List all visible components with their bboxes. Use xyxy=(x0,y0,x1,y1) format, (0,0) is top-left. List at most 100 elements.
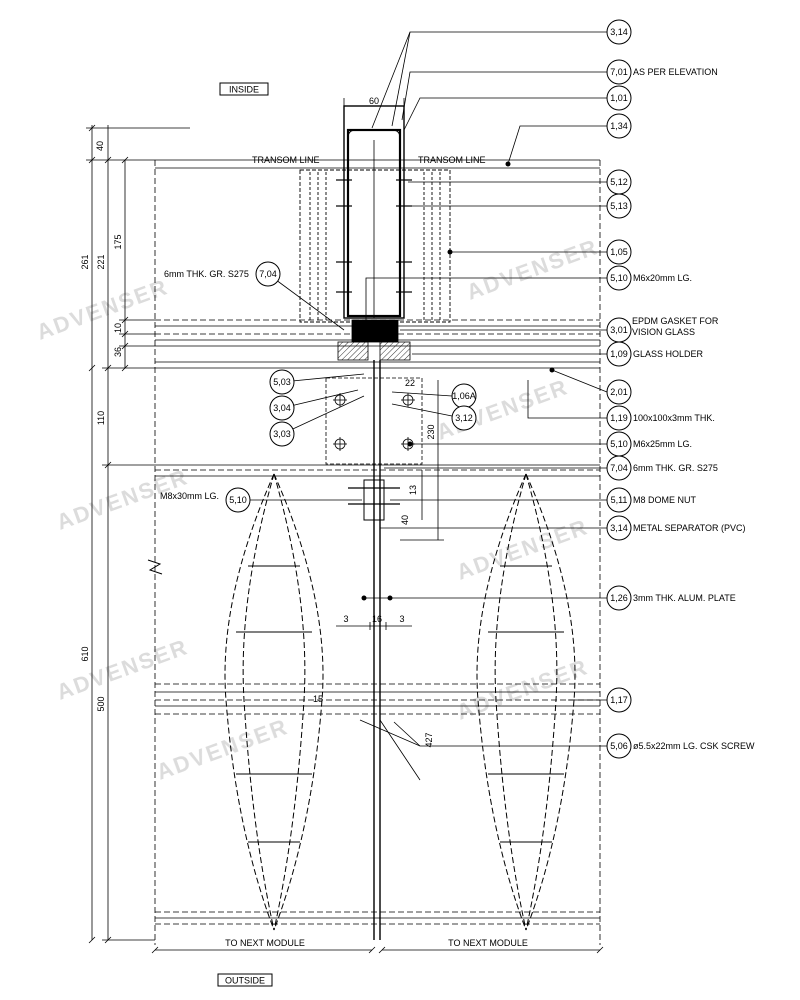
svg-text:M8 DOME NUT: M8 DOME NUT xyxy=(633,495,697,505)
svg-text:60: 60 xyxy=(369,96,379,106)
svg-text:6mm THK. GR. S275: 6mm THK. GR. S275 xyxy=(164,269,249,279)
callout-leaders xyxy=(250,31,608,747)
callout-5-10-m6x20: 5,10 M6x20mm LG. xyxy=(606,265,692,291)
callout-5-06: 5,06 ø5.5x22mm LG. CSK SCREW xyxy=(606,733,755,759)
svg-text:36: 36 xyxy=(113,347,123,357)
svg-text:3,01: 3,01 xyxy=(610,325,628,335)
svg-text:7,01: 7,01 xyxy=(610,67,628,77)
watermark-mark: ADVENSER xyxy=(433,374,571,445)
svg-text:AS PER ELEVATION: AS PER ELEVATION xyxy=(633,67,718,77)
watermark-mark: ADVENSER xyxy=(463,234,601,305)
left-callout-5-10: M8x30mm LG. 5,10 xyxy=(160,487,251,513)
dim-230: 230 xyxy=(426,424,436,439)
mid-transom-band xyxy=(155,464,600,477)
bracket-bolt xyxy=(333,393,347,407)
svg-text:5,13: 5,13 xyxy=(610,201,628,211)
panel-stiffener-left xyxy=(224,473,324,931)
left-callout-7-04: 6mm THK. GR. S275 7,04 xyxy=(164,261,281,287)
dim-610: 610 xyxy=(80,646,90,661)
dim-3a: 3 xyxy=(343,614,348,624)
svg-text:610: 610 xyxy=(80,646,90,661)
mullion-profile xyxy=(343,105,405,319)
callout-1-26: 1,26 3mm THK. ALUM. PLATE xyxy=(606,585,736,611)
dim-16: 16 xyxy=(372,614,382,624)
callout-1-01: 1,01 xyxy=(606,85,632,111)
callout-1-19: 1,19 100x100x3mm THK. xyxy=(606,405,715,431)
svg-text:M6x20mm LG.: M6x20mm LG. xyxy=(633,273,692,283)
next-module-left-label: TO NEXT MODULE xyxy=(225,938,305,948)
dim-13: 13 xyxy=(408,485,418,495)
svg-text:3,04: 3,04 xyxy=(273,403,291,413)
svg-text:ø5.5x22mm LG. CSK SCREW: ø5.5x22mm LG. CSK SCREW xyxy=(633,741,755,751)
svg-text:3,12: 3,12 xyxy=(455,413,473,423)
left-callout-3-04: 3,04 xyxy=(269,395,295,421)
callout-5-13: 5,13 xyxy=(606,193,632,219)
svg-text:OUTSIDE: OUTSIDE xyxy=(225,976,265,986)
outside-label: OUTSIDE xyxy=(217,973,273,987)
dim-36: 36 xyxy=(113,347,123,357)
svg-text:500: 500 xyxy=(96,696,106,711)
svg-text:427: 427 xyxy=(424,732,434,747)
callout-3-01-note: EPDM GASKET FOR VISION GLASS xyxy=(632,316,719,337)
svg-text:5,11: 5,11 xyxy=(611,495,628,505)
glass-holder-blocks xyxy=(337,319,411,361)
m8-bolt-assembly xyxy=(348,479,400,521)
callout-2-01: 2,01 xyxy=(606,379,632,405)
dim-110: 110 xyxy=(96,411,106,425)
svg-text:INSIDE: INSIDE xyxy=(229,85,259,95)
svg-text:GLASS HOLDER: GLASS HOLDER xyxy=(633,349,704,359)
svg-text:TO NEXT MODULE: TO NEXT MODULE xyxy=(448,938,528,948)
callout-1-34: 1,34 xyxy=(606,113,632,139)
svg-text:7,04: 7,04 xyxy=(259,269,277,279)
svg-text:3: 3 xyxy=(343,614,348,624)
break-symbol xyxy=(147,559,163,575)
svg-text:TO NEXT MODULE: TO NEXT MODULE xyxy=(225,938,305,948)
dim-427: 427 xyxy=(424,732,434,747)
dim-500: 500 xyxy=(96,696,106,711)
leader-dots xyxy=(361,161,555,601)
callout-7-04-right: 7,04 6mm THK. GR. S275 xyxy=(606,455,718,481)
callout-3-01: 3,01 EPDM GASKET FOR VISION GLASS xyxy=(606,316,719,343)
svg-text:M8x30mm LG.: M8x30mm LG. xyxy=(160,491,219,501)
center-callout-1-06a: 1,06A xyxy=(451,383,477,409)
svg-text:13: 13 xyxy=(408,485,418,495)
svg-text:221: 221 xyxy=(96,254,106,269)
glass-band-upper xyxy=(155,319,600,369)
panel-stiffener-right xyxy=(476,473,576,931)
transom-line-right: TRANSOM LINE xyxy=(418,155,486,165)
svg-text:175: 175 xyxy=(113,234,123,249)
next-module-dimension xyxy=(151,946,604,954)
svg-text:TRANSOM LINE: TRANSOM LINE xyxy=(418,155,486,165)
lower-panel-bands xyxy=(155,683,600,925)
callout-1-05: 1,05 xyxy=(606,239,632,265)
dim-221: 221 xyxy=(96,254,106,269)
svg-text:6mm THK. GR. S275: 6mm THK. GR. S275 xyxy=(633,463,718,473)
svg-text:ADVENSER: ADVENSER xyxy=(463,234,601,305)
dim-175: 175 xyxy=(113,234,123,249)
left-dimension-lines xyxy=(86,124,190,944)
svg-text:1,17: 1,17 xyxy=(610,695,628,705)
center-dimension-lines xyxy=(336,98,444,781)
svg-text:1,01: 1,01 xyxy=(610,93,628,103)
dim-22: 22 xyxy=(405,378,415,388)
module-outlines xyxy=(154,159,601,945)
svg-text:5,10: 5,10 xyxy=(610,439,628,449)
bracket-bolt xyxy=(333,437,347,451)
svg-text:ADVENSER: ADVENSER xyxy=(53,634,191,705)
callout-7-01: 7,01 AS PER ELEVATION xyxy=(606,59,718,85)
svg-text:ADVENSER: ADVENSER xyxy=(433,374,571,445)
dim-3b: 3 xyxy=(399,614,404,624)
inside-label: INSIDE xyxy=(219,82,269,96)
svg-text:3,03: 3,03 xyxy=(273,429,291,439)
svg-text:TRANSOM LINE: TRANSOM LINE xyxy=(252,155,320,165)
svg-text:2,01: 2,01 xyxy=(610,387,628,397)
dim-261: 261 xyxy=(80,254,90,269)
svg-text:1,19: 1,19 xyxy=(610,413,628,423)
svg-text:5,06: 5,06 xyxy=(610,741,628,751)
callout-1-09: 1,09 GLASS HOLDER xyxy=(606,341,704,367)
transom-profile xyxy=(299,169,451,323)
svg-text:40: 40 xyxy=(95,141,105,151)
left-callout-3-03: 3,03 xyxy=(269,421,295,447)
bracket-bolt xyxy=(401,393,415,407)
